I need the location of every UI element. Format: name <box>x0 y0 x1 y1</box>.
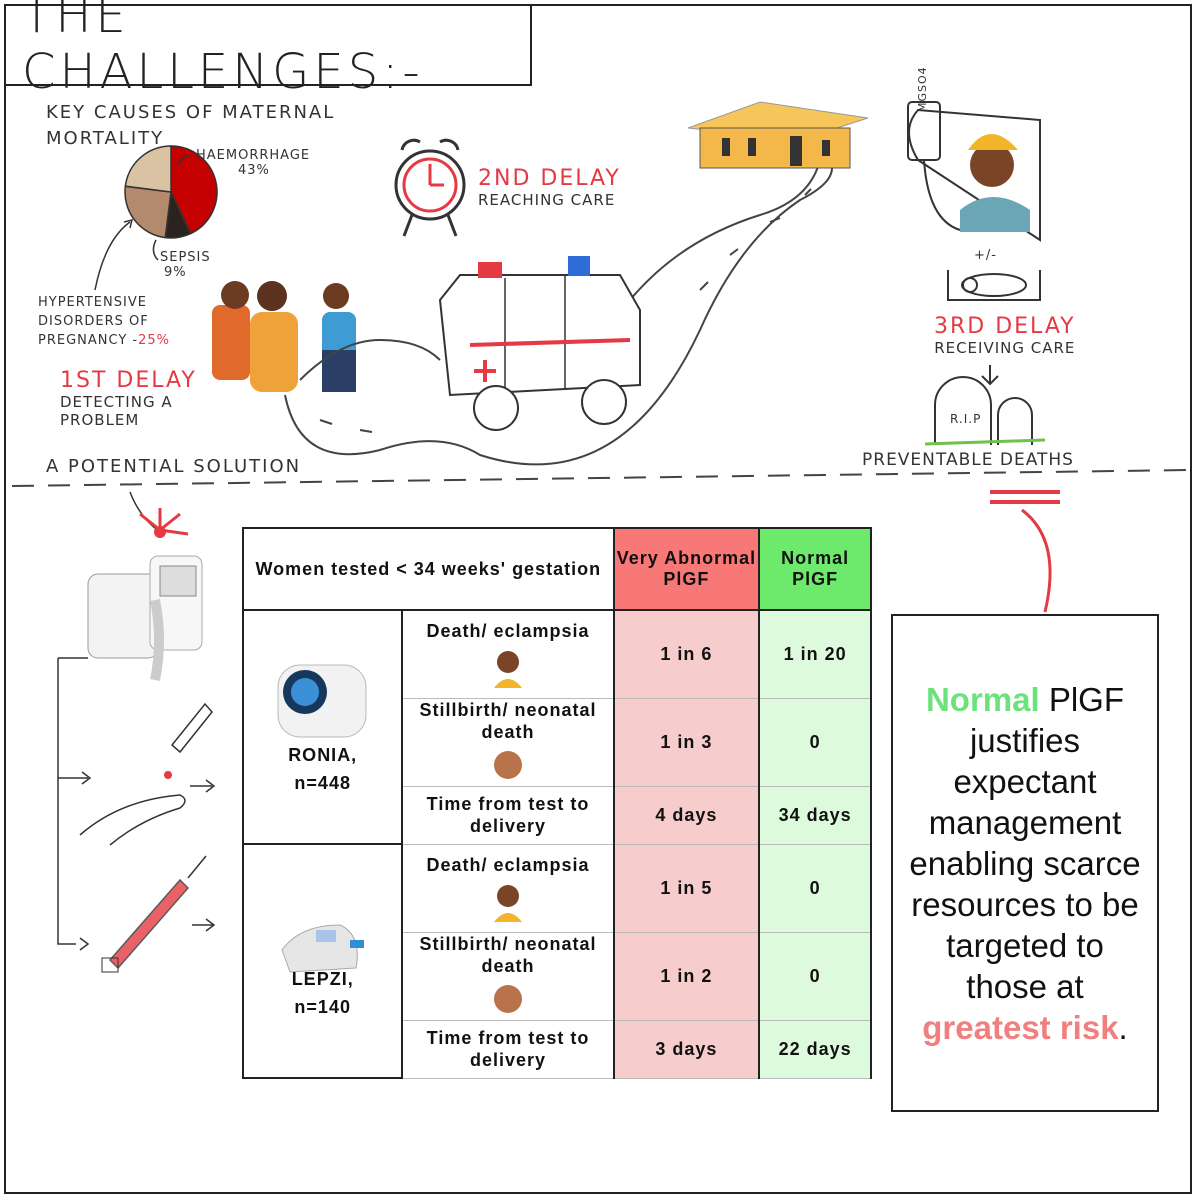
drip-label: MGSO4 <box>916 66 929 112</box>
callout-body: PlGF justifies expectant management enab… <box>909 680 1141 1005</box>
table-row: Stillbirth/ neonatal death 1 in 3 0 <box>243 697 872 787</box>
table-row: Stillbirth/ neonatal death 1 in 2 0 <box>243 931 872 1021</box>
haemorrhage-arrow <box>177 154 191 167</box>
red-callout-arrow <box>1021 508 1052 613</box>
bp-monitor-illustration <box>87 508 203 681</box>
hypertensive-line-1: HYPERTENSIVE <box>38 295 147 310</box>
baby-icon <box>494 985 522 1013</box>
patient-illustration <box>907 101 1041 242</box>
title-box: THE CHALLENGES:- <box>4 0 532 100</box>
dashed-divider <box>11 469 1191 487</box>
table-row: Time from test to delivery 4 days 34 day… <box>243 785 872 845</box>
outcome-cell: Stillbirth/ neonatal death <box>401 931 615 1021</box>
mother-icon <box>494 650 522 688</box>
first-delay-title: 1ST DELAY <box>60 368 197 393</box>
second-delay: 2ND DELAY REACHING CARE <box>478 166 621 209</box>
value-normal: 34 days <box>758 785 872 845</box>
pie-chart <box>124 145 218 239</box>
outcome-cell: Stillbirth/ neonatal death <box>401 697 615 787</box>
third-delay-line-1: RECEIVING CARE <box>934 339 1076 357</box>
value-very-abnormal: 1 in 6 <box>612 609 761 699</box>
table-row: RONIA, n=448 Death/ eclampsia 1 in 6 1 i… <box>241 609 872 845</box>
sepsis-value: 9% <box>164 265 187 280</box>
value-very-abnormal: 1 in 2 <box>612 931 761 1021</box>
header-very-abnormal: Very Abnormal PlGF <box>612 527 761 611</box>
study-name: LEPZI, <box>291 969 354 989</box>
pie-slice-other <box>124 145 172 193</box>
outer-frame <box>4 4 1192 1194</box>
haemorrhage-name: HAEMORRHAGE <box>196 148 311 163</box>
potential-solution: A POTENTIAL SOLUTION <box>46 456 302 477</box>
outcome-label: Death/ eclampsia <box>426 854 590 875</box>
value-normal: 1 in 20 <box>758 609 872 699</box>
ultrasound-icon <box>947 270 1041 301</box>
road-outer <box>284 159 833 466</box>
value-very-abnormal: 1 in 3 <box>612 697 761 787</box>
outcome-label: Stillbirth/ neonatal death <box>419 934 597 976</box>
study-n: n=448 <box>294 773 351 793</box>
value-very-abnormal: 4 days <box>612 785 761 845</box>
second-delay-title: 2ND DELAY <box>478 166 621 191</box>
study-cell-ronia: RONIA, n=448 <box>241 609 404 845</box>
study-name: RONIA, <box>288 745 358 765</box>
pie-slice-hypertensive <box>124 185 172 239</box>
sepsis-name: SEPSIS <box>160 250 211 265</box>
value-normal: 0 <box>758 931 872 1021</box>
value-normal: 22 days <box>758 1019 872 1079</box>
value-normal: 0 <box>758 843 872 933</box>
hypertensive-line-2: DISORDERS OF <box>38 314 149 329</box>
outcome-cell: Death/ eclampsia <box>401 843 615 933</box>
gravestones-illustration <box>924 376 1046 446</box>
callout-text: Normal PlGF justifies expectant manageme… <box>903 679 1147 1048</box>
third-delay: 3RD DELAY RECEIVING CARE <box>934 314 1076 357</box>
callout-end: . <box>1118 1008 1128 1046</box>
value-very-abnormal: 3 days <box>612 1019 761 1079</box>
table-row: Time from test to delivery 3 days 22 day… <box>243 1019 872 1079</box>
outcome-label: Time from test to delivery <box>401 785 615 845</box>
ambulance-illustration <box>438 256 641 431</box>
finger-prick-illustration <box>79 702 213 846</box>
preventable-deaths: PREVENTABLE DEATHS <box>862 450 1074 470</box>
table-row: LEPZI, n=140 Death/ eclampsia 1 in 5 0 <box>241 843 872 1079</box>
callout-box: Normal PlGF justifies expectant manageme… <box>891 614 1159 1112</box>
plus-minus: +/- <box>974 248 997 263</box>
study-cell-lepzi: LEPZI, n=140 <box>241 843 404 1079</box>
causes-title: KEY CAUSES OF MATERNAL MORTALITY <box>46 102 336 149</box>
first-delay: 1ST DELAY DETECTING A PROBLEM <box>60 368 197 429</box>
outcome-cell: Death/ eclampsia <box>401 609 615 699</box>
results-table: Women tested < 34 weeks' gestation Very … <box>241 527 872 1079</box>
study-n: n=140 <box>294 997 351 1017</box>
alarm-clock-icon <box>394 138 466 237</box>
header-normal: Normal PlGF <box>758 527 872 611</box>
callout-risk: greatest risk <box>922 1008 1119 1046</box>
baby-icon <box>494 751 522 779</box>
hypertensive-arrow <box>94 221 131 291</box>
outcome-label: Time from test to delivery <box>401 1019 615 1079</box>
callout-normal: Normal <box>925 680 1040 718</box>
hypertensive-value: 25% <box>138 333 171 348</box>
family-illustration <box>212 281 356 392</box>
second-delay-line-1: REACHING CARE <box>478 191 616 209</box>
third-delay-title: 3RD DELAY <box>934 314 1076 339</box>
haemorrhage-value: 43% <box>238 163 270 178</box>
page-title: THE CHALLENGES:- <box>22 0 424 100</box>
outcome-label: Death/ eclampsia <box>426 620 590 641</box>
rip-label: R.I.P <box>950 412 982 426</box>
haemorrhage-label: HAEMORRHAGE 43% <box>196 148 310 178</box>
first-delay-line-2: PROBLEM <box>60 411 140 429</box>
value-normal: 0 <box>758 697 872 787</box>
test-strip-illustration <box>101 855 207 973</box>
hypertensive-label: HYPERTENSIVE DISORDERS OF PREGNANCY -25% <box>38 293 170 350</box>
pie-slice-haemorrhage <box>170 145 218 235</box>
outcome-label: Stillbirth/ neonatal death <box>419 700 597 742</box>
first-delay-line-1: DETECTING A <box>60 393 173 411</box>
sepsis-arrow <box>152 239 159 261</box>
clinic-illustration <box>687 101 869 169</box>
mother-icon <box>494 884 522 922</box>
hypertensive-line-3: PREGNANCY - <box>38 333 139 348</box>
sepsis-label: SEPSIS 9% <box>160 250 211 280</box>
value-very-abnormal: 1 in 5 <box>612 843 761 933</box>
header-group: Women tested < 34 weeks' gestation <box>242 527 615 611</box>
